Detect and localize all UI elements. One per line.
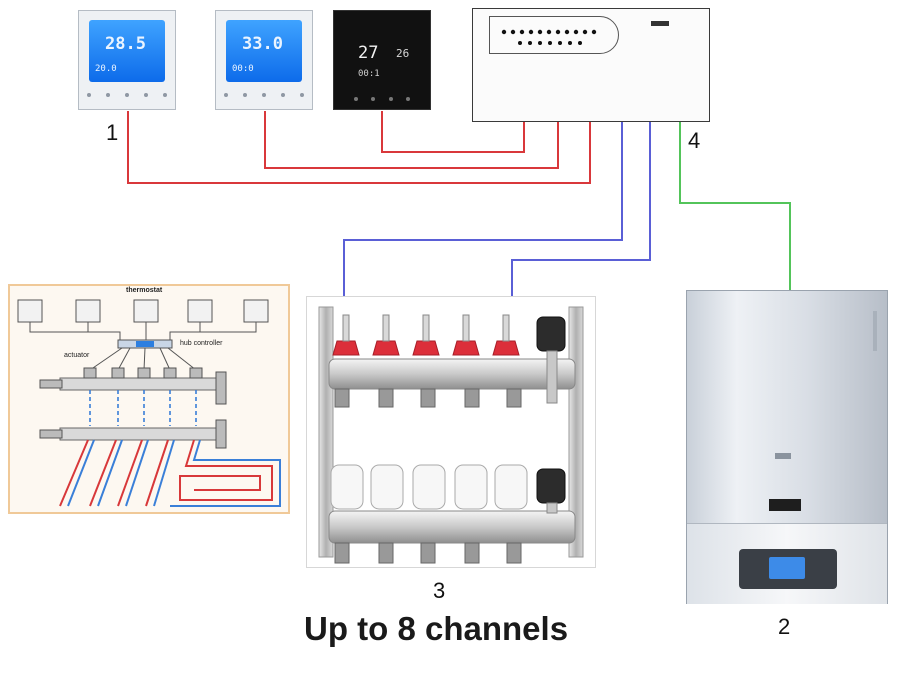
inset-thermostat-4 [187,299,213,323]
manifold [306,296,596,568]
wire-thermostat-3 [381,111,525,153]
boiler-display [769,557,805,579]
inset-thermostat-1 [17,299,43,323]
actuator-head-5 [494,464,528,510]
flow-meter-3 [412,340,440,356]
thermostat-2-buttons [224,93,304,97]
actuator-head-4 [454,464,488,510]
thermostat-2-screen: 33.0 00:0 [226,20,302,82]
hub-controller [472,8,710,122]
boiler-logo-plate [769,499,801,511]
label-manifold: 3 [433,578,446,603]
inset-label-actuator: actuator [64,352,90,359]
actuator-head-2 [370,464,404,510]
inset-schematic: thermostat hub controller actuator [8,284,290,514]
flow-meter-4 [452,340,480,356]
actuator-head-1 [330,464,364,510]
controller-terminals [501,29,597,45]
manifold-drawing [318,306,584,564]
caption: Up to 8 channels [304,610,569,647]
thermostat-1-temp: 28.5 [105,34,146,54]
thermostat-3-sub: 00:1 [358,69,380,79]
thermostat-1-buttons [87,93,167,97]
thermostat-3-buttons [354,97,410,101]
boiler-brand-mark [775,453,791,459]
air-vent-top [536,316,566,352]
controller-terminal-panel [489,16,619,54]
inset-thermostat-3 [133,299,159,323]
manifold-return-bar [328,510,576,544]
label-thermostats: 1 [106,120,119,145]
flow-meter-1 [332,340,360,356]
thermostat-1-screen: 28.5 20.0 [89,20,165,82]
label-boiler: 2 [778,614,791,639]
flow-meter-2 [372,340,400,356]
thermostat-3-setpoint: 26 [396,47,410,60]
inset-schematic-drawing [17,299,281,507]
inset-label-hub-controller: hub controller [180,340,223,347]
thermostat-2-temp: 33.0 [242,34,283,54]
manifold-supply-bar [328,358,576,390]
boiler [686,290,888,604]
controller-indicator [651,21,669,26]
thermostat-1: 28.5 20.0 [78,10,176,110]
actuator-head-3 [412,464,446,510]
thermostat-3: 27 26 00:1 [333,10,431,110]
flow-meter-5 [492,340,520,356]
inset-thermostat-5 [243,299,269,323]
label-controller: 4 [688,128,701,153]
air-vent-bottom [536,468,566,504]
thermostat-3-temp: 27 [358,43,379,63]
inset-thermostat-2 [75,299,101,323]
inset-label-thermostat: thermostat [126,287,163,294]
thermostat-2-sub: 00:0 [232,64,254,74]
wire-boiler [679,122,791,290]
boiler-side-label [873,311,877,351]
thermostat-1-sub: 20.0 [95,64,117,74]
thermostat-wires [127,111,591,184]
wire-thermostat-1 [127,111,591,184]
thermostat-2: 33.0 00:0 [215,10,313,110]
wire-thermostat-2 [264,111,559,169]
boiler-display-bezel [739,549,837,589]
